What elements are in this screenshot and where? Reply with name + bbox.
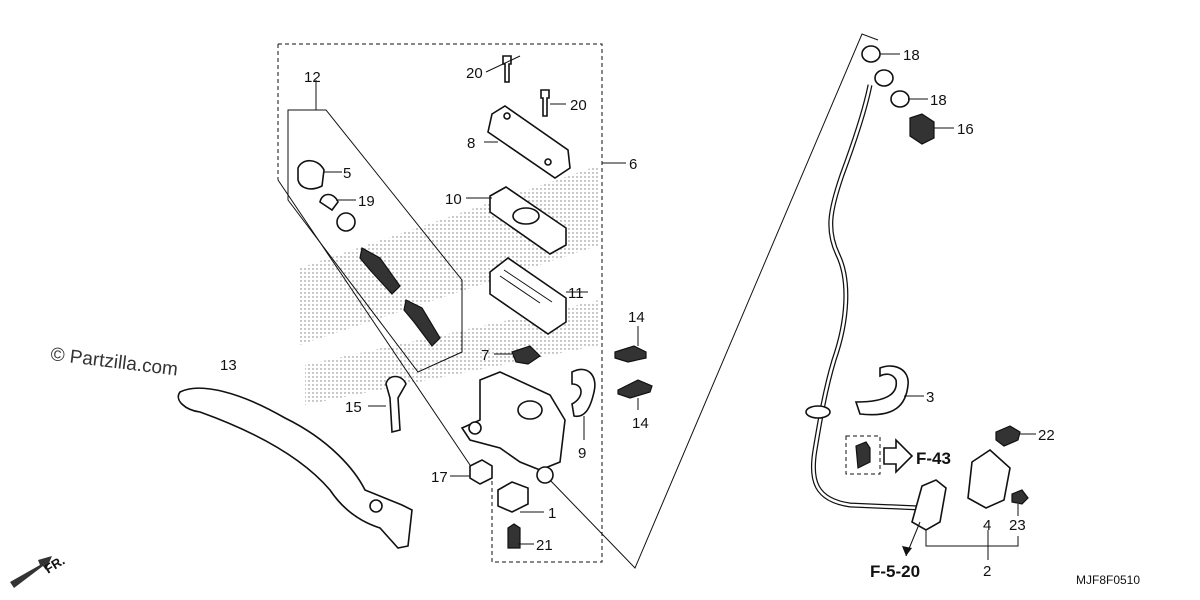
callout-1: 1	[548, 505, 556, 522]
callout-9: 9	[578, 445, 586, 462]
leader-20-top	[485, 55, 521, 73]
callout-20-top: 20	[466, 65, 483, 82]
hose-stay	[967, 448, 1011, 509]
callout-3: 3	[926, 389, 934, 406]
diaphragm	[489, 257, 567, 335]
sealing-washer-top	[861, 45, 881, 63]
diagonal-boundary-line	[277, 33, 879, 569]
brake-hose-joint	[911, 479, 947, 531]
diaphragm-ribs	[499, 269, 553, 304]
arrow-down-icon	[902, 546, 912, 556]
sealing-washer-bottom	[890, 90, 910, 108]
stipple-band-lower	[305, 300, 600, 405]
callout-17: 17	[431, 469, 448, 486]
callout-12: 12	[304, 69, 321, 86]
assembly-dashed-box	[277, 43, 603, 563]
screw-20-mid	[540, 89, 550, 117]
callout-18-bottom: 18	[930, 92, 947, 109]
callout-11: 11	[568, 285, 584, 302]
callout-14-lower: 14	[632, 415, 649, 432]
mount-hole	[468, 421, 482, 435]
ref-f43-label: F-43	[916, 449, 951, 468]
drawing-code: MJF8F0510	[1076, 573, 1140, 587]
ref-f520-label: F-5-20	[870, 562, 920, 581]
piston-washer	[336, 212, 356, 232]
lever-pivot	[369, 499, 383, 513]
piston	[359, 247, 401, 295]
callout-20-mid: 20	[570, 97, 587, 114]
callout-16: 16	[957, 121, 974, 138]
arrow-right-icon	[883, 438, 914, 474]
snap-ring	[319, 193, 339, 212]
screw-21	[507, 523, 521, 549]
diaphragm-center	[512, 207, 540, 225]
callout-2: 2	[983, 563, 991, 580]
banjo-port	[536, 466, 554, 484]
callout-8: 8	[467, 135, 475, 152]
callout-4: 4	[983, 517, 991, 534]
direction-label: FR.	[42, 553, 68, 577]
callout-10: 10	[445, 191, 462, 208]
piston-spring	[403, 299, 441, 347]
piston-boot	[297, 159, 325, 190]
bolt-23	[1011, 489, 1029, 505]
brake-hose-inner	[812, 84, 921, 510]
screw-20-top	[502, 55, 512, 83]
bolt-14-lower	[617, 379, 653, 399]
master-cylinder-holder	[571, 368, 596, 418]
piston-set-bracket	[287, 109, 463, 373]
pivot-nut	[469, 459, 493, 485]
group-bracket-2	[925, 530, 1019, 560]
banjo-bolt	[909, 113, 935, 145]
callout-7: 7	[481, 347, 489, 364]
callout-19: 19	[358, 193, 375, 210]
cap-hole-right	[544, 158, 552, 166]
callout-14-upper: 14	[628, 309, 645, 326]
callout-18-top: 18	[903, 47, 920, 64]
brake-lever	[177, 387, 413, 549]
hose-clamp	[854, 365, 909, 416]
ref-f43-box	[845, 435, 881, 475]
cap-hole-left	[503, 112, 511, 120]
watermark: © Partzilla.com	[49, 344, 179, 380]
hose-grommet	[805, 405, 831, 419]
bolt-14-upper	[614, 345, 647, 363]
bolt-22	[995, 425, 1021, 447]
callout-13: 13	[220, 357, 237, 374]
callout-6: 6	[629, 156, 637, 173]
direction-arrow-icon	[10, 556, 52, 588]
bolt-7	[511, 345, 541, 365]
banjo-fitting	[874, 69, 894, 87]
reservoir-port	[517, 400, 543, 420]
callout-5: 5	[343, 165, 351, 182]
ref-f43-bolt-icon	[855, 441, 871, 469]
callout-15: 15	[345, 399, 362, 416]
brake-switch	[497, 481, 529, 513]
callout-22: 22	[1038, 427, 1055, 444]
callout-21: 21	[536, 537, 553, 554]
leader-18	[880, 53, 928, 100]
master-cylinder-body	[460, 371, 566, 471]
pivot-bolt	[385, 375, 407, 434]
reservoir-cap	[487, 105, 571, 179]
callout-23: 23	[1009, 517, 1026, 534]
